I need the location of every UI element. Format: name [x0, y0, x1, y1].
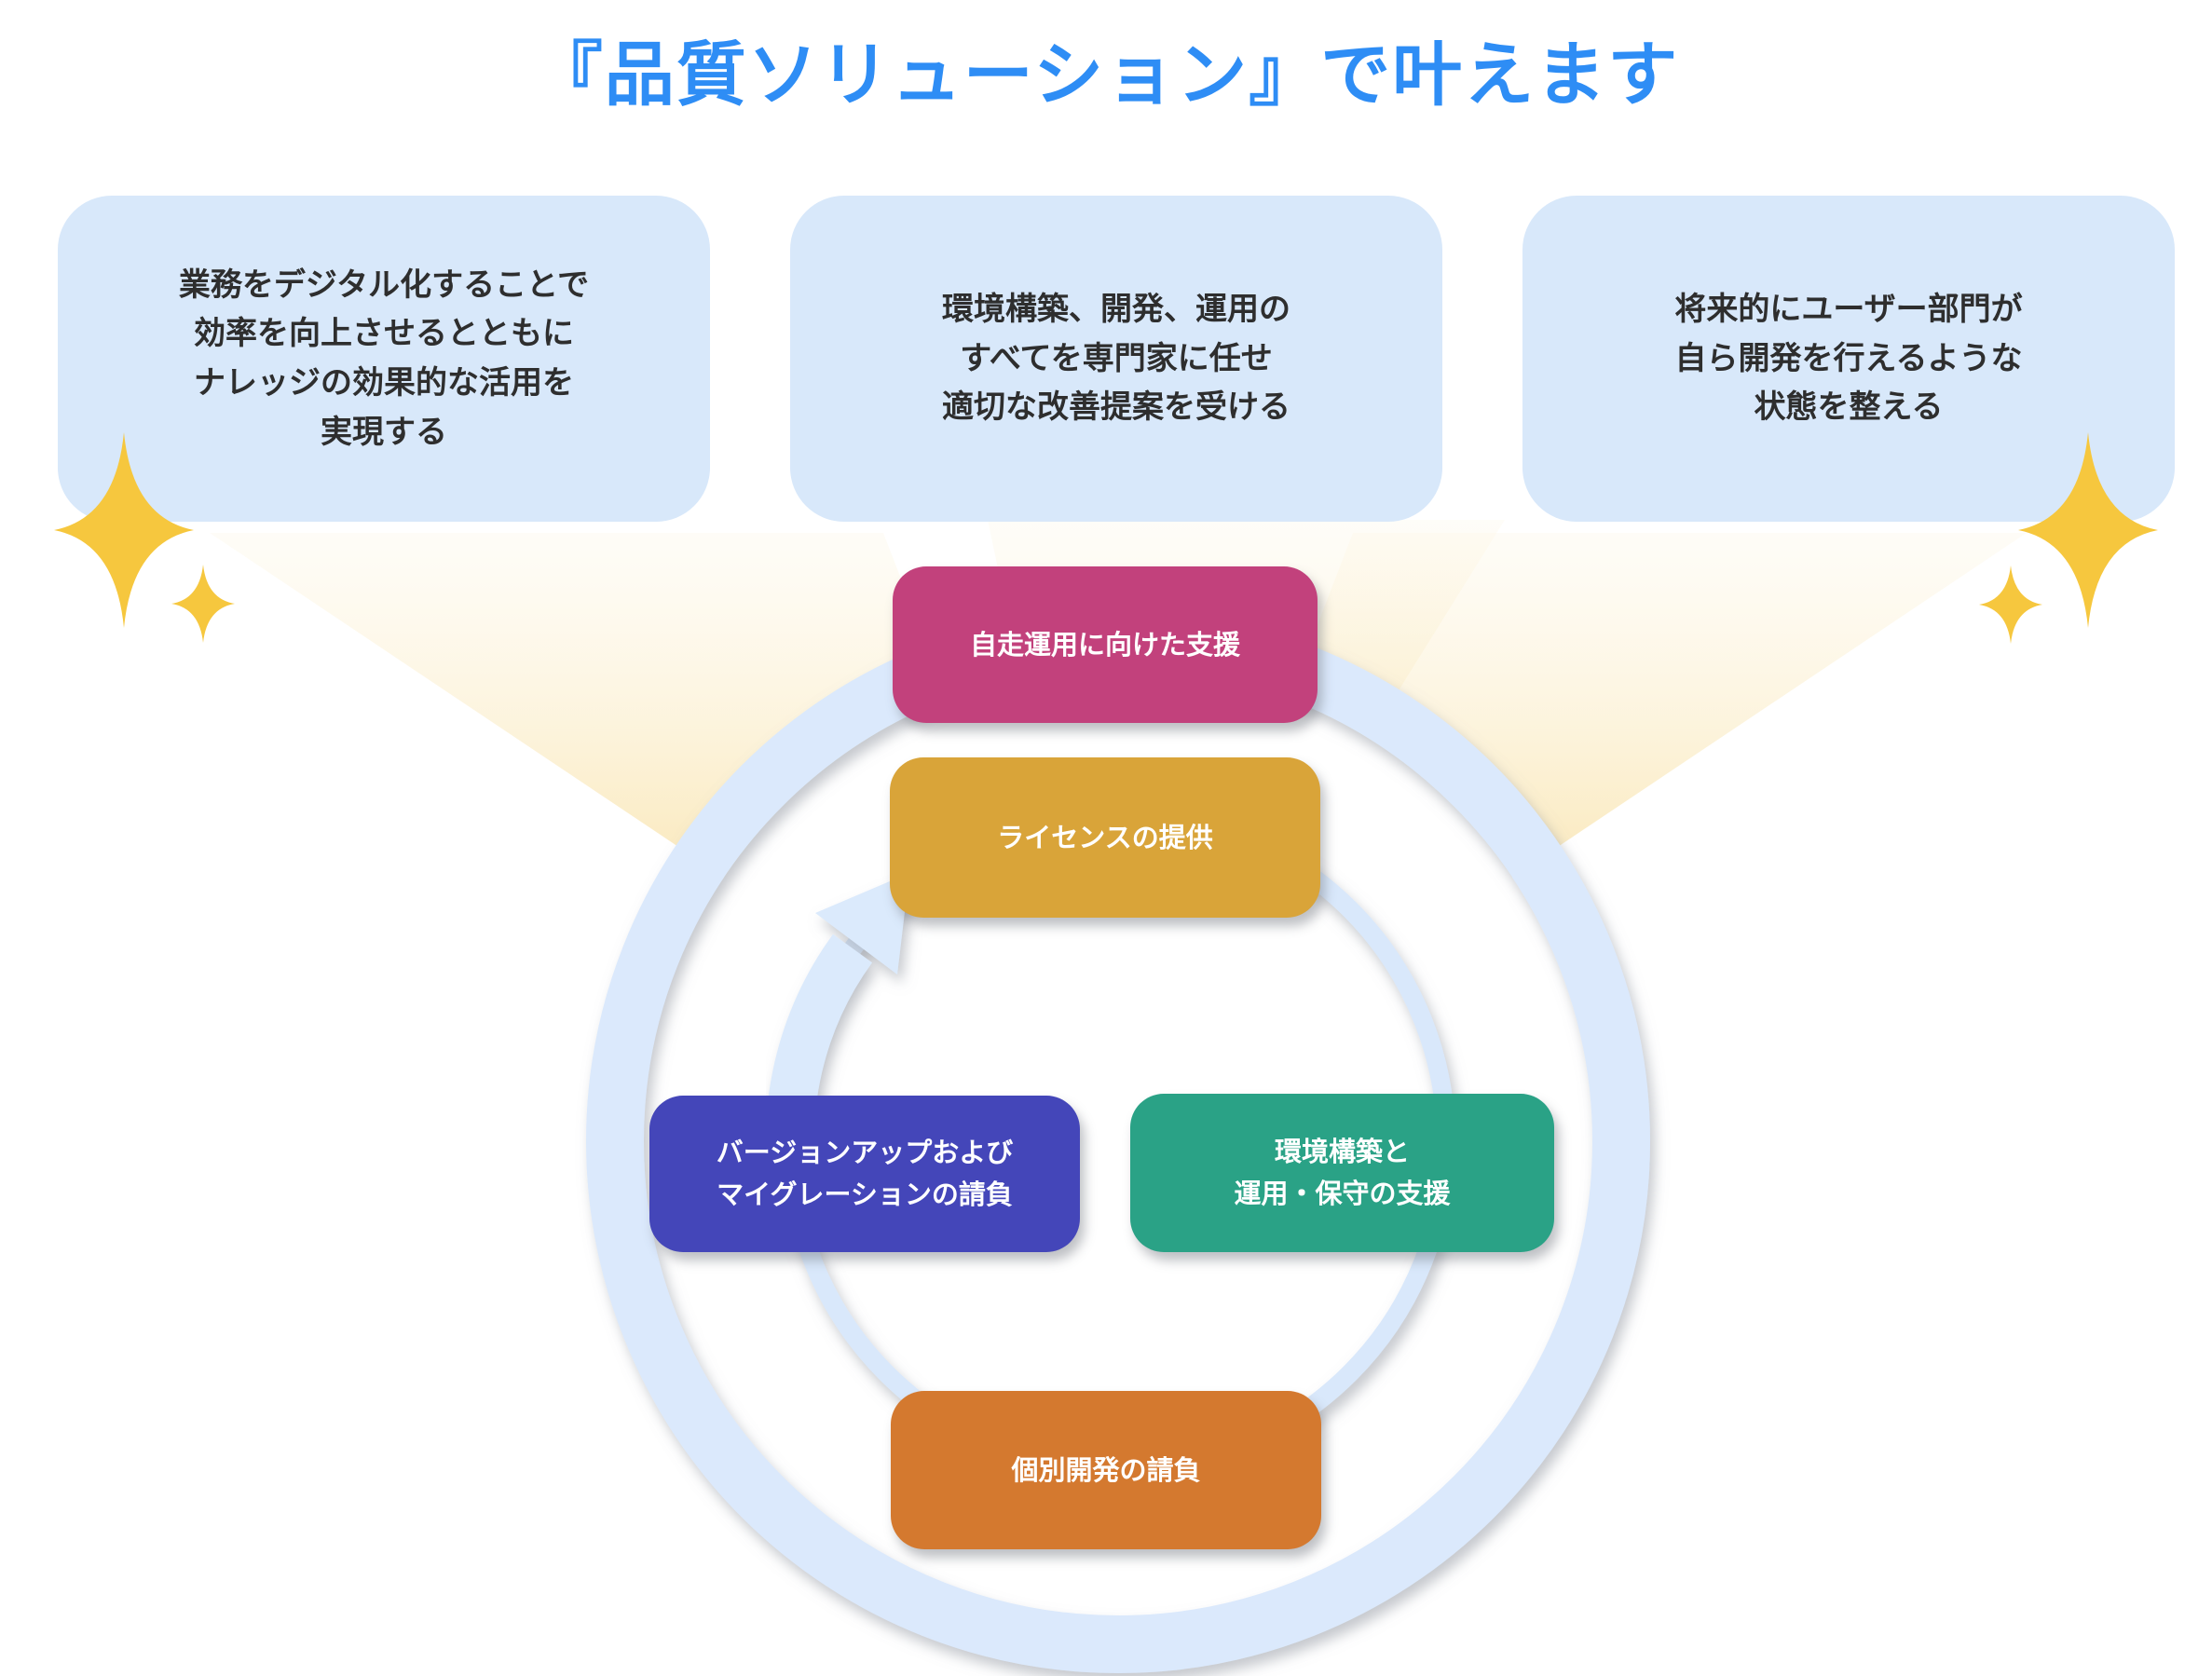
cycle-step-label: 環境構築と 運用・保守の支援 — [1234, 1136, 1451, 1209]
cycle-step-environment-operation: 環境構築と 運用・保守の支援 — [1130, 1094, 1554, 1252]
benefit-card-self-development: 将来的にユーザー部門が 自ら開発を行えるような 状態を整える — [1522, 196, 2175, 522]
benefit-card-text: 業務をデジタル化することで 効率を向上させるとともに ナレッジの効果的な活用を … — [178, 266, 590, 451]
cycle-step-custom-development: 個別開発の請負 — [891, 1391, 1321, 1549]
cycle-step-label: 自走運用に向けた支援 — [969, 628, 1240, 661]
sparkle-icon — [2018, 432, 2158, 628]
benefit-card-text: 将来的にユーザー部門が 自ら開発を行えるような 状態を整える — [1674, 290, 2023, 427]
benefit-card-expert-support: 環境構築、開発、運用の すべてを専門家に任せ 適切な改善提案を受ける — [790, 196, 1442, 522]
cycle-step-versionup-migration: バージョンアップおよび マイグレーションの請負 — [649, 1096, 1080, 1252]
page-title: 『品質ソリューション』で叶えます — [532, 33, 1680, 116]
benefit-card-digitalization: 業務をデジタル化することで 効率を向上させるとともに ナレッジの効果的な活用を … — [58, 196, 710, 522]
benefit-card-text: 環境構築、開発、運用の すべてを専門家に任せ 適切な改善提案を受ける — [942, 290, 1290, 427]
cycle-step-self-run-support: 自走運用に向けた支援 — [893, 566, 1318, 723]
cycle-step-label: ライセンスの提供 — [997, 821, 1213, 853]
cycle-step-license: ライセンスの提供 — [890, 757, 1320, 918]
sparkle-icon — [54, 432, 194, 628]
cycle-step-label: 個別開発の請負 — [1011, 1453, 1201, 1486]
sparkle-icon — [171, 565, 235, 643]
sparkle-icon — [1979, 565, 2042, 644]
cycle-step-label: バージョンアップおよび マイグレーションの請負 — [716, 1137, 1014, 1210]
